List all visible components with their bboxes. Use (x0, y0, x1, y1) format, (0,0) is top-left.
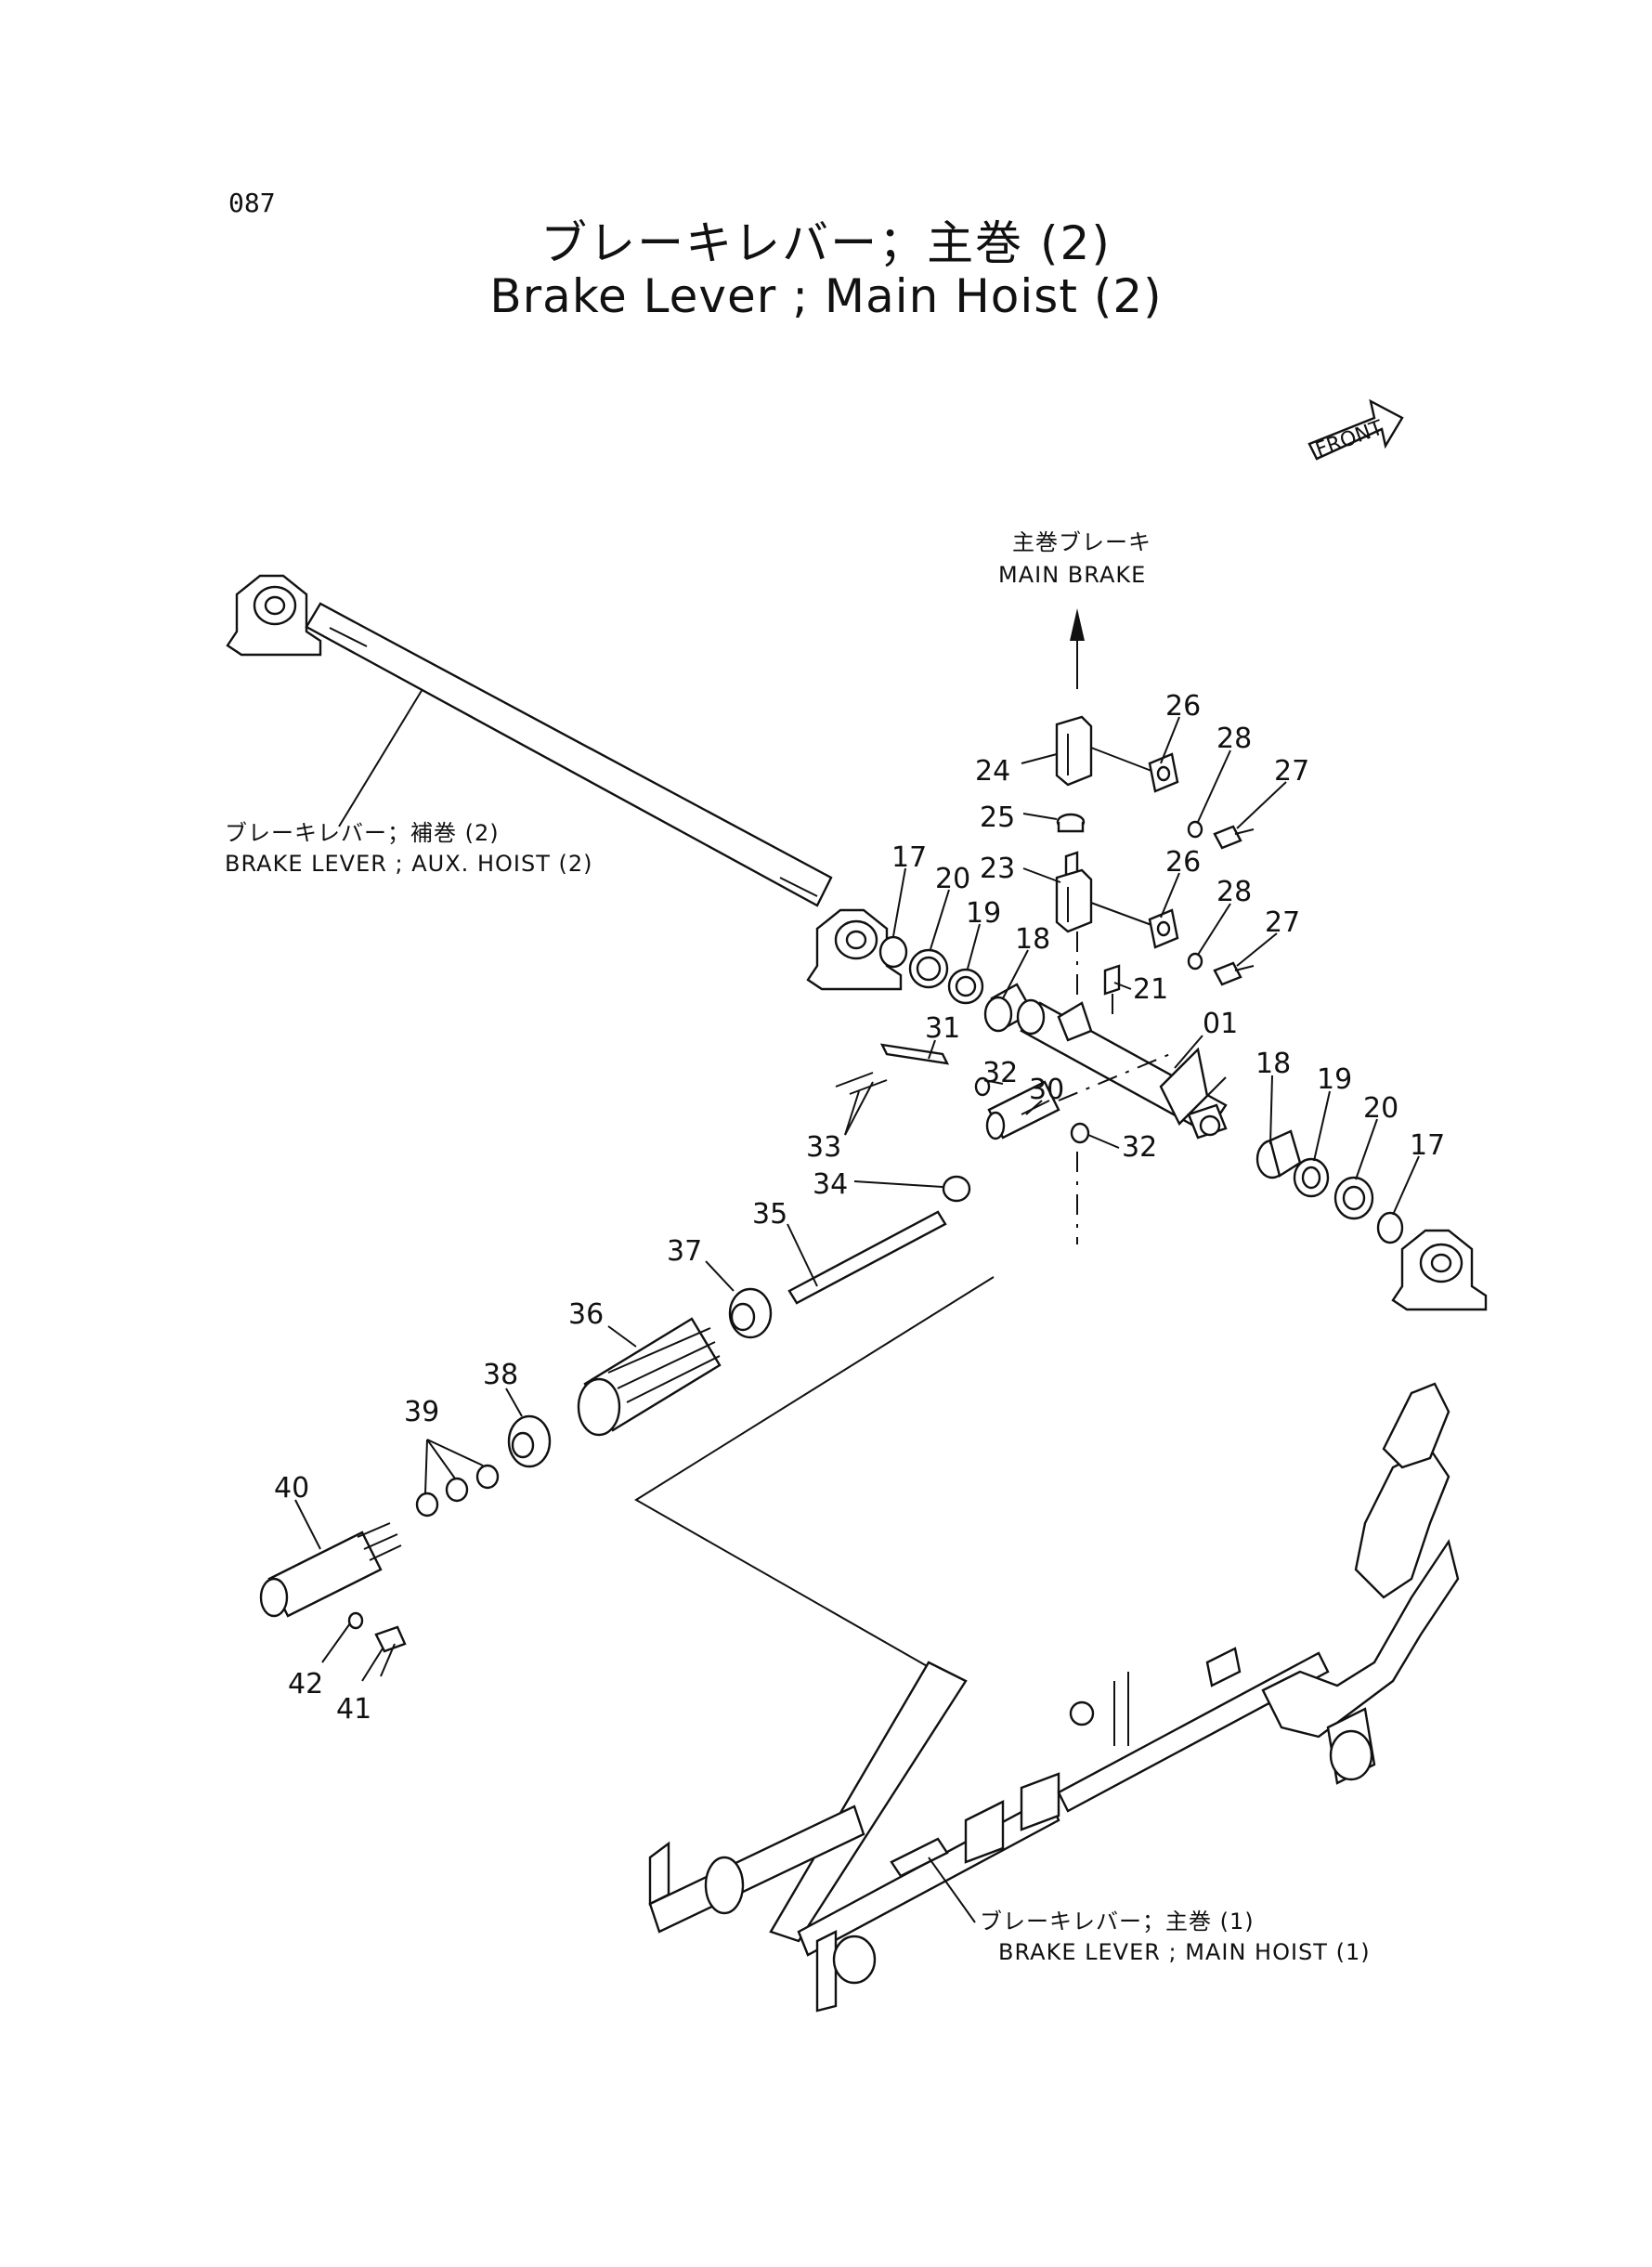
callout-19-right: 19 (1317, 1063, 1352, 1096)
right-bearing-stack (1255, 1129, 1488, 1311)
callout-37: 37 (667, 1235, 702, 1268)
spring-rod-assembly (259, 1210, 947, 1677)
callout-17-left: 17 (891, 841, 927, 874)
callout-31: 31 (925, 1012, 960, 1045)
callout-26-upper: 26 (1165, 690, 1201, 723)
callout-41: 41 (336, 1693, 371, 1726)
callout-27-upper: 27 (1274, 755, 1309, 788)
front-label: FRONT (1313, 416, 1387, 462)
front-arrow-icon: FRONT (1307, 398, 1404, 463)
callout-24: 24 (975, 755, 1010, 788)
callout-18-right: 18 (1255, 1048, 1291, 1080)
callout-39: 39 (404, 1396, 439, 1428)
title-english: Brake Lever ; Main Hoist (2) (489, 269, 1163, 323)
callout-19-left: 19 (966, 897, 1001, 930)
title-japanese: ブレーキレバー；主巻 (2) (540, 216, 1112, 270)
main-brake-label-jp: 主巻ブレーキ (1012, 529, 1151, 555)
callout-30: 30 (1029, 1074, 1064, 1106)
callout-17-right: 17 (1410, 1129, 1445, 1162)
callout-28-lower: 28 (1216, 876, 1252, 908)
callout-25: 25 (980, 801, 1015, 834)
callout-32-lower: 32 (1122, 1131, 1157, 1164)
callout-33: 33 (806, 1131, 841, 1164)
callout-34: 34 (813, 1168, 848, 1201)
main1-label-en: BRAKE LEVER ; MAIN HOIST (1) (998, 1939, 1371, 1965)
main-hoist-lever-1 (648, 1382, 1460, 2013)
callout-42: 42 (288, 1668, 323, 1700)
callout-28-upper: 28 (1216, 723, 1252, 755)
aux-label-en: BRAKE LEVER ; AUX. HOIST (2) (225, 851, 592, 877)
arrow-up-icon (1070, 608, 1085, 689)
callout-32-upper: 32 (982, 1057, 1018, 1089)
lower-clevis-parts (835, 1043, 1171, 1203)
callout-numbers: 24 25 26 28 27 23 26 28 27 17 20 19 18 2… (274, 690, 1445, 1726)
callout-36: 36 (568, 1298, 604, 1331)
callout-35: 35 (752, 1198, 787, 1231)
callout-21: 21 (1133, 973, 1168, 1006)
page-number: 087 (228, 188, 276, 218)
leader-lines (294, 716, 1420, 1682)
callout-23: 23 (980, 853, 1015, 885)
callout-18-left: 18 (1015, 923, 1050, 956)
upper-clevis-parts (1055, 715, 1255, 1022)
callout-27-lower: 27 (1265, 906, 1300, 939)
callout-20-right: 20 (1363, 1092, 1398, 1125)
callout-38: 38 (483, 1359, 518, 1391)
aux-label-jp: ブレーキレバー；補巻 (2) (225, 820, 500, 846)
callout-40: 40 (274, 1472, 309, 1505)
main1-label-jp: ブレーキレバー；主巻 (1) (980, 1909, 1255, 1935)
callout-20-left: 20 (935, 863, 970, 895)
lever-assembly (1016, 998, 1228, 1140)
callout-26-lower: 26 (1165, 846, 1201, 879)
callout-01: 01 (1203, 1008, 1238, 1040)
main-brake-label-en: MAIN BRAKE (998, 562, 1146, 588)
aux-hoist-shaft (226, 574, 903, 991)
